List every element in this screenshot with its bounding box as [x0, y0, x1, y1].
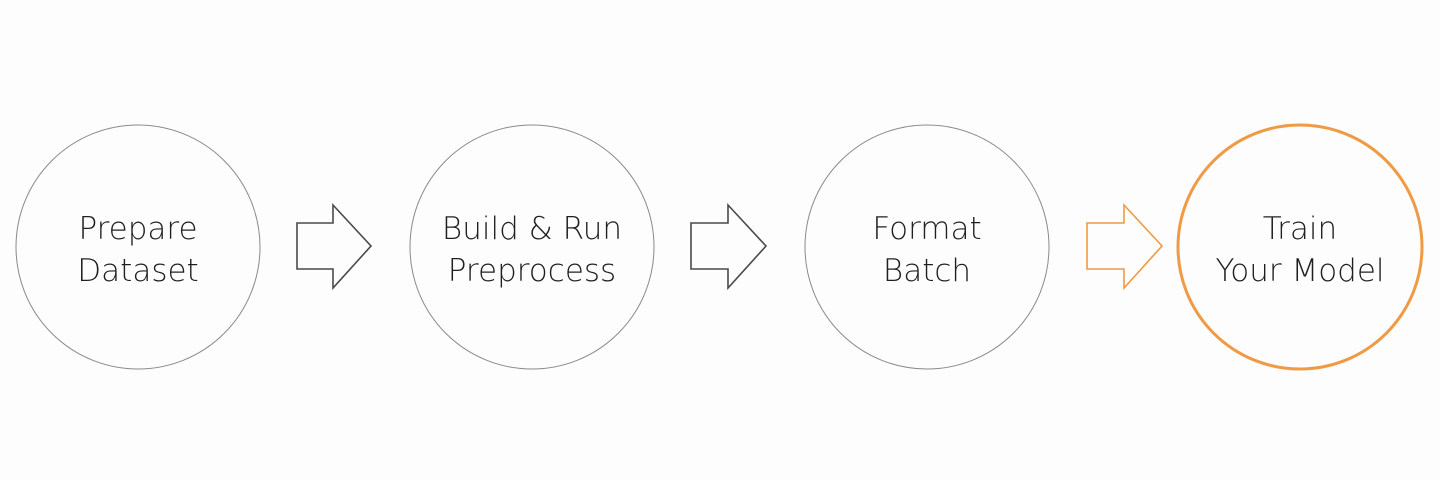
step-1: Prepare Dataset	[15, 124, 261, 370]
step-2-label-line-2: Preprocess	[448, 253, 616, 289]
step-1-label-line-2: Dataset	[77, 253, 198, 289]
step-3-label-line-1: Format	[872, 211, 981, 247]
step-2: Build & Run Preprocess	[409, 124, 655, 370]
step-3-circle	[804, 124, 1050, 370]
arrow-3-icon	[1086, 202, 1164, 291]
step-1-circle	[15, 124, 261, 370]
step-4-label-line-2: Your Model	[1215, 253, 1384, 289]
arrow-2-icon	[690, 202, 768, 291]
step-4-label-line-1: Train	[1263, 211, 1337, 247]
arrow-1-icon	[296, 202, 373, 291]
step-1-label-line-1: Prepare	[78, 211, 197, 247]
step-3-label-line-2: Batch	[883, 253, 971, 289]
step-2-circle	[409, 124, 655, 370]
step-4-circle	[1176, 123, 1424, 371]
step-4: Train Your Model	[1176, 123, 1424, 371]
step-2-label-line-1: Build & Run	[442, 211, 622, 247]
step-3: Format Batch	[804, 124, 1050, 370]
